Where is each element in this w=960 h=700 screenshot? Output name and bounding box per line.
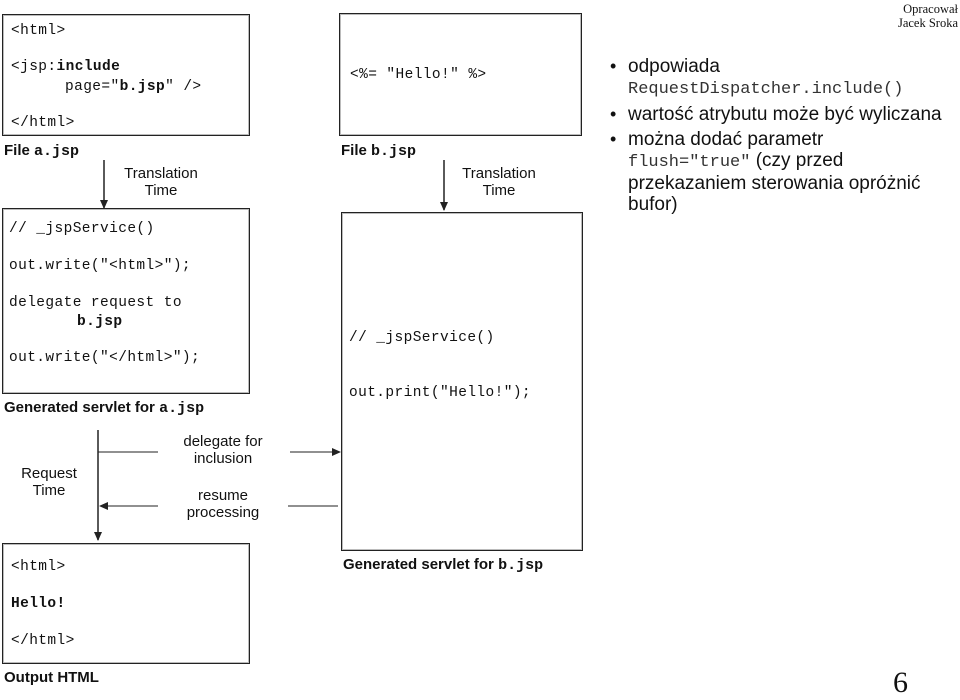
- file-a-box: <html> <jsp:include page="b.jsp" /> </ht…: [2, 14, 250, 136]
- servlet-b-caption: Generated servlet for b.jsp: [343, 556, 544, 574]
- servlet-a-line-comment: // _jspService(): [9, 221, 155, 237]
- bullet-item-1: odpowiada RequestDispatcher.include(): [610, 56, 950, 100]
- author-line-1: Opracował: [903, 2, 958, 16]
- page-number: 6: [893, 666, 908, 699]
- output-html-caption: Output HTML: [4, 669, 99, 686]
- file-a-line-page: page="b.jsp" />: [65, 79, 202, 95]
- file-b-caption: File b.jsp: [341, 142, 417, 160]
- servlet-a-line-target: b.jsp: [77, 314, 123, 330]
- bullet-list: odpowiada RequestDispatcher.include() wa…: [610, 56, 950, 219]
- file-a-line-include: <jsp:include: [11, 59, 121, 75]
- bullet-item-3: można dodać parametr flush="true" (czy p…: [610, 129, 950, 215]
- servlet-a-line-delegate: delegate request to: [9, 295, 182, 311]
- bullet-item-2: wartość atrybutu może być wyliczana: [610, 104, 950, 125]
- output-html-box: <html> Hello! </html>: [2, 543, 250, 664]
- file-b-line-expression: <%= "Hello!" %>: [350, 67, 487, 83]
- servlet-a-box: // _jspService() out.write("<html>"); de…: [2, 208, 250, 394]
- servlet-a-caption: Generated servlet for a.jsp: [4, 399, 205, 417]
- servlet-a-line-write-open: out.write("<html>");: [9, 258, 192, 274]
- servlet-a-line-write-close: out.write("</html>");: [9, 350, 201, 366]
- author-line-2: Jacek Sroka: [897, 16, 958, 30]
- output-line-html-close: </html>: [11, 633, 75, 649]
- servlet-b-line-print: out.print("Hello!");: [349, 385, 532, 401]
- output-line-hello: Hello!: [11, 596, 66, 612]
- servlet-b-line-comment: // _jspService(): [349, 330, 495, 346]
- author-block: Opracował Jacek Sroka: [898, 2, 958, 30]
- file-a-caption: File a.jsp: [4, 142, 80, 160]
- file-a-line-html-close: </html>: [11, 115, 75, 131]
- output-line-html-open: <html>: [11, 559, 66, 575]
- servlet-b-box: // _jspService() out.print("Hello!");: [341, 212, 583, 551]
- file-b-box: <%= "Hello!" %>: [339, 13, 582, 136]
- file-a-line-html-open: <html>: [11, 23, 66, 39]
